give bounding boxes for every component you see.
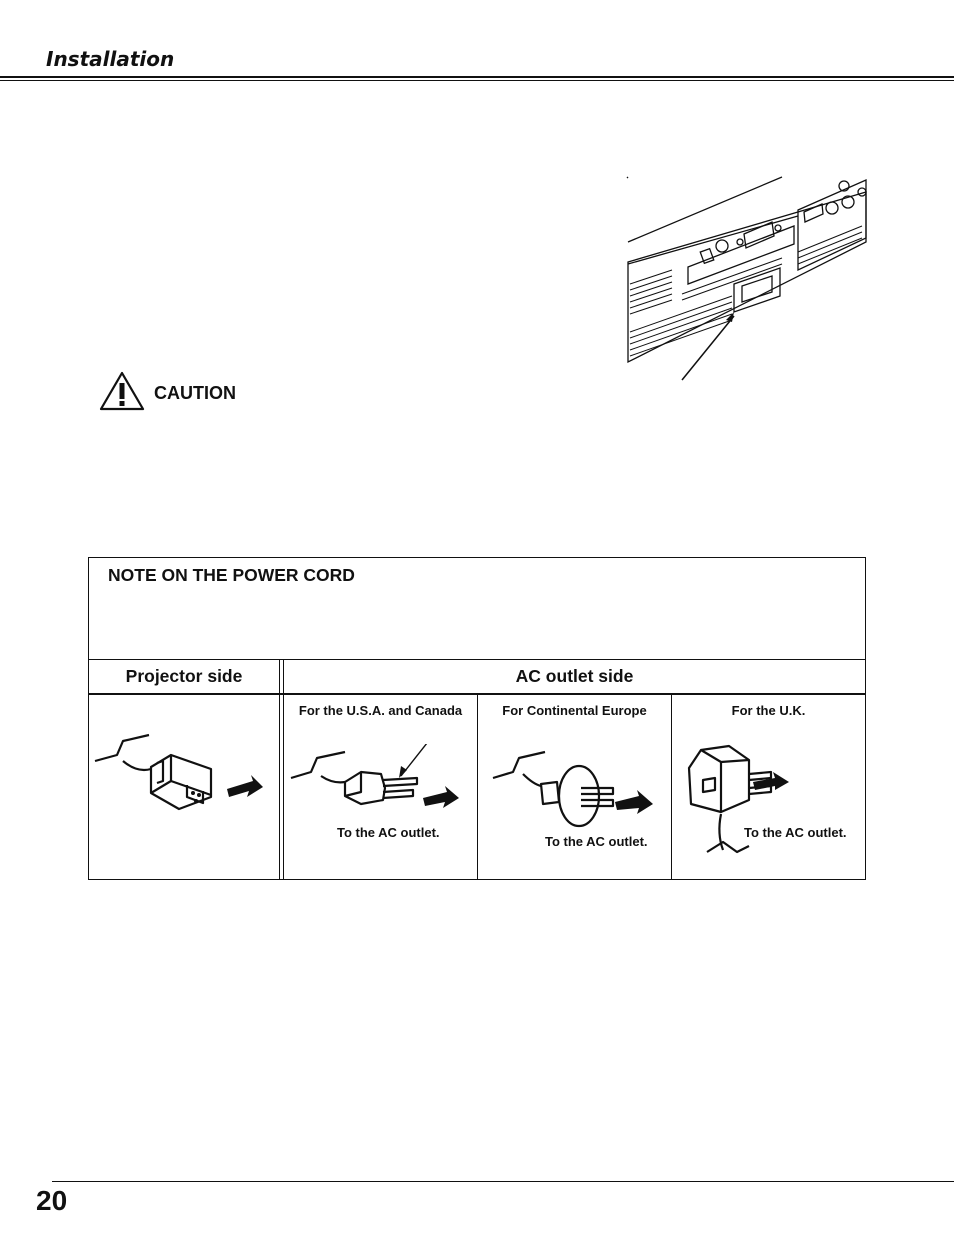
uk-plug-icon [687, 744, 789, 854]
page-number: 20 [36, 1185, 68, 1216]
region-usa-canada: For the U.S.A. and Canada [298, 703, 463, 718]
usa-plug-icon [290, 744, 459, 808]
projector-connector-icon [94, 733, 263, 811]
section-title: Installation [46, 47, 175, 71]
region-uk: For the U.K. [731, 703, 806, 718]
table-header-bottom-rule [89, 693, 865, 695]
region-divider [477, 695, 478, 879]
uk-outlet-label: To the AC outlet. [744, 825, 847, 840]
table-header-top-rule [89, 659, 865, 660]
warning-triangle-icon [99, 371, 145, 411]
projector-side-heading: Projector side [125, 666, 243, 686]
region-divider [671, 695, 672, 879]
projector-rear-illustration [626, 176, 867, 381]
region-continental-europe: For Continental Europe [502, 703, 647, 718]
column-divider-double [283, 659, 284, 879]
europe-plug-icon [492, 750, 653, 828]
header-rule [0, 76, 954, 78]
europe-outlet-label: To the AC outlet. [545, 834, 648, 849]
column-divider [279, 659, 280, 879]
power-cord-note-box: NOTE ON THE POWER CORD Projector side AC… [88, 557, 866, 880]
footer-rule [52, 1181, 954, 1182]
header-rule-thin [0, 80, 954, 81]
note-title: NOTE ON THE POWER CORD [108, 565, 355, 585]
ac-outlet-side-heading: AC outlet side [515, 666, 634, 686]
caution-notice: CAUTION [98, 370, 298, 414]
usa-outlet-label: To the AC outlet. [337, 825, 440, 840]
caution-label: CAUTION [154, 383, 236, 403]
